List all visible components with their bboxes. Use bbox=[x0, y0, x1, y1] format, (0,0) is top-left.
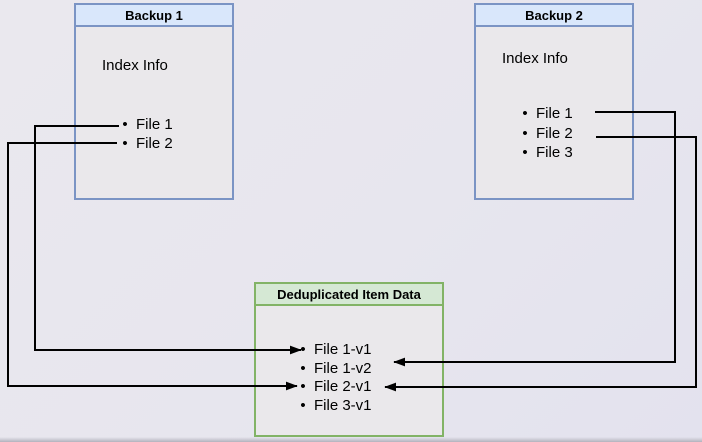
bullet-icon: • bbox=[300, 378, 306, 395]
bullet-icon: • bbox=[122, 116, 128, 133]
list-item: • File 2 bbox=[121, 134, 173, 153]
backup1-box: Backup 1 Index Info • File 1 • File 2 bbox=[74, 3, 234, 200]
file-label: File 3 bbox=[536, 144, 573, 161]
bullet-icon: • bbox=[300, 396, 306, 414]
file-label: File 2-v1 bbox=[314, 378, 372, 395]
list-item: • File 1 bbox=[121, 115, 173, 134]
dedup-header: Deduplicated Item Data bbox=[256, 284, 442, 306]
list-item: • File 1-v2 bbox=[299, 359, 372, 379]
dedup-title: Deduplicated Item Data bbox=[277, 287, 421, 302]
backup2-title: Backup 2 bbox=[525, 8, 583, 23]
bullet-icon: • bbox=[300, 341, 306, 358]
file-label: File 2 bbox=[536, 124, 573, 142]
list-item: • File 2-v1 bbox=[299, 378, 372, 397]
list-item: • File 3-v1 bbox=[299, 396, 372, 416]
backup2-file-list: • File 1 • File 2 • File 3 bbox=[521, 104, 573, 163]
bullet-icon: • bbox=[522, 144, 528, 161]
backup1-header: Backup 1 bbox=[76, 5, 232, 27]
backup1-file-list: • File 1 • File 2 bbox=[121, 115, 173, 153]
file-label: File 2 bbox=[136, 135, 173, 152]
bullet-icon: • bbox=[522, 105, 528, 122]
list-item: • File 3 bbox=[521, 143, 573, 163]
backup2-index-info-label: Index Info bbox=[502, 50, 568, 67]
dedup-box: Deduplicated Item Data • File 1-v1 • Fil… bbox=[254, 282, 444, 437]
backup1-index-info-label: Index Info bbox=[102, 57, 168, 74]
dedup-file-list: • File 1-v1 • File 1-v2 • File 2-v1 • Fi… bbox=[299, 341, 372, 416]
list-item: • File 2 bbox=[521, 124, 573, 144]
screenshot-bottom-edge bbox=[0, 437, 702, 442]
backup1-title: Backup 1 bbox=[125, 8, 183, 23]
list-item: • File 1 bbox=[521, 104, 573, 124]
file-label: File 1-v1 bbox=[314, 341, 372, 358]
file-label: File 3-v1 bbox=[314, 396, 372, 414]
file-label: File 1 bbox=[536, 105, 573, 122]
bullet-icon: • bbox=[122, 135, 128, 152]
list-item: • File 1-v1 bbox=[299, 341, 372, 360]
file-label: File 1 bbox=[136, 116, 173, 133]
backup2-box: Backup 2 Index Info • File 1 • File 2 • … bbox=[474, 3, 634, 200]
bullet-icon: • bbox=[522, 124, 528, 142]
bullet-icon: • bbox=[300, 359, 306, 377]
file-label: File 1-v2 bbox=[314, 359, 372, 377]
backup2-header: Backup 2 bbox=[476, 5, 632, 27]
